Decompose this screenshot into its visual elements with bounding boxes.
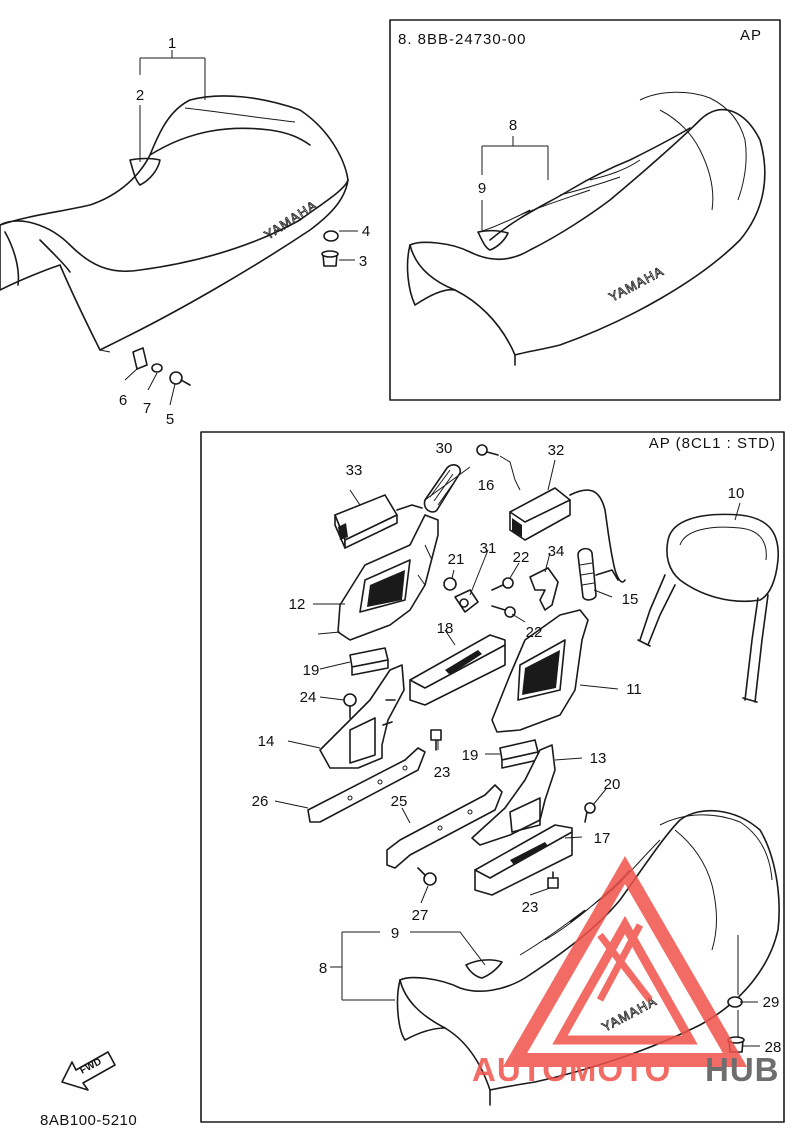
bracket-34 <box>529 567 559 611</box>
callout-12: 12 <box>289 596 306 613</box>
callout-7: 7 <box>143 400 151 417</box>
damper-4 <box>323 230 339 242</box>
panel-top-part-number: 8. 8BB-24730-00 <box>398 31 526 48</box>
grommet-3 <box>321 250 339 267</box>
callout-29: 29 <box>763 994 780 1011</box>
drawing-code: 8AB100-5210 <box>40 1112 137 1129</box>
pad-18 <box>409 634 506 706</box>
callout-1: 1 <box>168 35 176 52</box>
plate-25 <box>386 784 503 869</box>
bracket-6 <box>132 347 148 370</box>
callout-14: 14 <box>258 733 275 750</box>
callout-16: 16 <box>478 477 495 494</box>
callout-19-left: 19 <box>303 662 320 679</box>
callout-20: 20 <box>604 776 621 793</box>
callout-11: 11 <box>626 681 642 698</box>
callout-13: 13 <box>590 750 607 767</box>
handle-12 <box>337 514 439 641</box>
watermark-text-b: HUB <box>705 1051 780 1088</box>
callout-25: 25 <box>391 793 408 810</box>
handle-11 <box>491 609 589 733</box>
bolt-5 <box>169 371 191 386</box>
bolt-22-a <box>491 577 514 591</box>
callout-27: 27 <box>412 907 429 924</box>
cushion-19-left <box>349 647 389 676</box>
callout-2: 2 <box>136 87 144 104</box>
watermark-logo: AUTOMOTO HUB <box>472 856 780 1088</box>
callout-21: 21 <box>448 551 465 568</box>
callout-19-right: 19 <box>462 747 479 764</box>
callout-22-b: 22 <box>526 624 543 641</box>
callout-8-top: 8 <box>509 117 517 134</box>
backrest-10 <box>637 513 779 703</box>
callout-4: 4 <box>362 223 370 240</box>
switch-32 <box>509 487 626 583</box>
nut-21 <box>443 577 457 591</box>
switch-33 <box>334 494 423 549</box>
watermark-text-a: AUTOMOTO <box>472 1051 671 1088</box>
panel-bottom-version: AP (8CL1 : STD) <box>649 435 776 452</box>
callout-5: 5 <box>166 411 174 428</box>
panel-top-right: 8. 8BB-24730-00 AP YAMAHA <box>389 19 781 401</box>
bolt-24 <box>343 693 357 719</box>
grip-16 <box>423 464 462 513</box>
bolt-22-b <box>491 605 516 618</box>
callout-22-a: 22 <box>513 549 530 566</box>
callout-8-bottom: 8 <box>319 960 327 977</box>
callout-17: 17 <box>594 830 611 847</box>
callout-24: 24 <box>300 689 317 706</box>
callout-3: 3 <box>359 253 367 270</box>
clamp-31 <box>454 589 479 613</box>
callout-34: 34 <box>548 543 565 560</box>
panel-top-version: AP <box>740 27 762 44</box>
callout-30: 30 <box>436 440 453 457</box>
seat-assembly-1: YAMAHA <box>0 50 358 406</box>
callout-32: 32 <box>548 442 565 459</box>
seat-8-bottom: YAMAHA <box>396 809 780 1106</box>
callout-26: 26 <box>252 793 269 810</box>
callout-9-bottom: 9 <box>391 925 399 942</box>
bolt-23-lower <box>547 871 559 889</box>
callout-23-upper: 23 <box>434 764 451 781</box>
grip-15 <box>577 547 619 601</box>
callout-23-lower: 23 <box>522 899 539 916</box>
bracket-14 <box>319 664 405 769</box>
callout-10: 10 <box>728 485 745 502</box>
callout-18: 18 <box>437 620 454 637</box>
plate-26 <box>307 747 426 823</box>
panel-bottom-right: AP (8CL1 : STD) <box>200 431 785 1123</box>
bracket-13 <box>471 744 556 846</box>
callout-labels: 1 2 4 3 6 7 5 8 9 30 32 33 16 10 31 34 2… <box>119 35 782 1056</box>
fwd-arrow-icon: FWD <box>61 1051 116 1091</box>
bolt-23-upper <box>430 729 442 751</box>
cushion-19-right <box>499 739 539 769</box>
callout-33: 33 <box>346 462 363 479</box>
callout-6: 6 <box>119 392 127 409</box>
screw-30 <box>476 444 521 491</box>
callout-28: 28 <box>765 1039 782 1056</box>
pad-17 <box>474 824 573 896</box>
bolt-20 <box>584 802 596 823</box>
bolt-27 <box>417 867 437 886</box>
callout-9-top: 9 <box>478 180 486 197</box>
washer-7 <box>151 363 163 373</box>
damper-29 <box>727 996 743 1008</box>
callout-31: 31 <box>480 540 497 557</box>
callout-15: 15 <box>622 591 639 608</box>
